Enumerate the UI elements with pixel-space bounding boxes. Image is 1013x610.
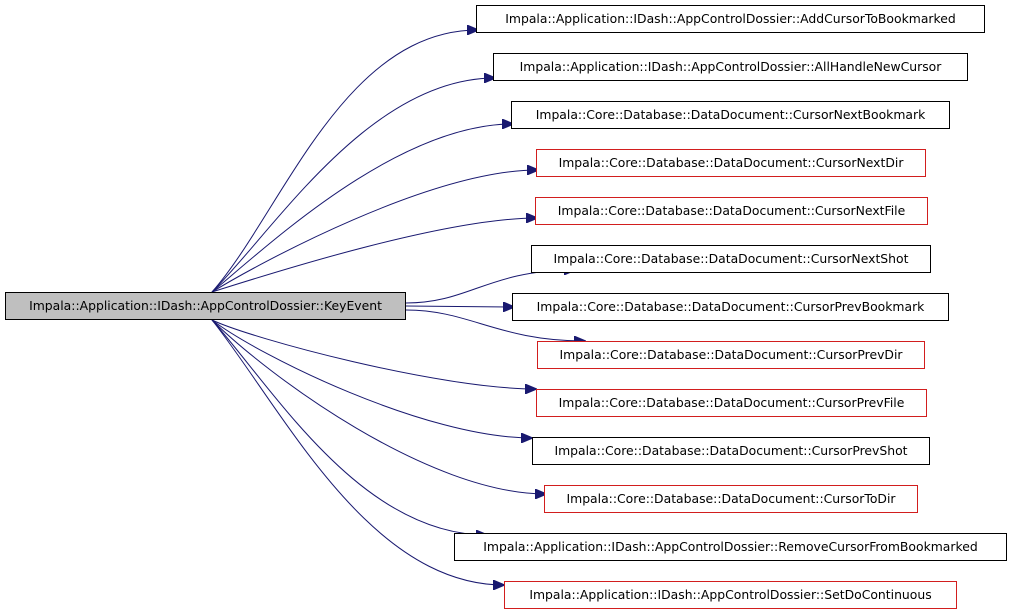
callee-node-label: Impala::Core::Database::DataDocument::Cu… (558, 395, 905, 410)
callee-node-cursor-prev-shot[interactable]: Impala::Core::Database::DataDocument::Cu… (532, 437, 930, 465)
callee-node-set-do-continuous[interactable]: Impala::Application::IDash::AppControlDo… (504, 581, 957, 609)
call-edge (211, 319, 546, 494)
callee-node-cursor-next-dir[interactable]: Impala::Core::Database::DataDocument::Cu… (536, 149, 926, 177)
callee-node-label: Impala::Core::Database::DataDocument::Cu… (559, 347, 903, 362)
call-edge (211, 78, 495, 293)
call-edge (211, 319, 532, 438)
callee-node-cursor-next-bookmark[interactable]: Impala::Core::Database::DataDocument::Cu… (511, 101, 950, 129)
callee-node-cursor-next-shot[interactable]: Impala::Core::Database::DataDocument::Cu… (531, 245, 931, 273)
callee-node-label: Impala::Core::Database::DataDocument::Cu… (566, 491, 896, 506)
callee-node-label: Impala::Core::Database::DataDocument::Cu… (535, 107, 926, 122)
root-node-key-event[interactable]: Impala::Application::IDash::AppControlDo… (5, 292, 406, 320)
callee-node-cursor-prev-dir[interactable]: Impala::Core::Database::DataDocument::Cu… (537, 341, 925, 369)
callee-node-label: Impala::Core::Database::DataDocument::Cu… (557, 203, 906, 218)
callee-node-cursor-prev-file[interactable]: Impala::Core::Database::DataDocument::Cu… (536, 389, 927, 417)
call-edge (211, 319, 487, 535)
callee-node-all-handle-new-cursor[interactable]: Impala::Application::IDash::AppControlDo… (493, 53, 968, 81)
callee-node-label: Impala::Core::Database::DataDocument::Cu… (554, 443, 908, 458)
call-edge (211, 319, 504, 585)
call-edge (405, 309, 585, 341)
call-edge (405, 306, 514, 307)
callee-node-cursor-next-file[interactable]: Impala::Core::Database::DataDocument::Cu… (535, 197, 928, 225)
callee-node-label: Impala::Core::Database::DataDocument::Cu… (553, 251, 909, 266)
callee-node-remove-cursor-from-bookmarked[interactable]: Impala::Application::IDash::AppControlDo… (454, 533, 1007, 561)
callee-node-cursor-to-dir[interactable]: Impala::Core::Database::DataDocument::Cu… (544, 485, 918, 513)
call-edge (211, 124, 513, 293)
callee-node-label: Impala::Core::Database::DataDocument::Cu… (536, 299, 925, 314)
callee-node-label: Impala::Application::IDash::AppControlDo… (483, 539, 978, 554)
callee-node-label: Impala::Application::IDash::AppControlDo… (519, 59, 942, 74)
callee-node-cursor-prev-bookmark[interactable]: Impala::Core::Database::DataDocument::Cu… (512, 293, 949, 321)
root-node-label: Impala::Application::IDash::AppControlDo… (29, 298, 382, 313)
call-edge (211, 218, 537, 293)
callee-node-label: Impala::Core::Database::DataDocument::Cu… (558, 155, 904, 170)
call-edge (211, 319, 536, 389)
callee-node-add-cursor-to-bookmarked[interactable]: Impala::Application::IDash::AppControlDo… (476, 5, 985, 33)
call-edge (211, 170, 538, 293)
callee-node-label: Impala::Application::IDash::AppControlDo… (505, 11, 956, 26)
callee-node-label: Impala::Application::IDash::AppControlDo… (529, 587, 932, 602)
call-edge (211, 30, 478, 293)
